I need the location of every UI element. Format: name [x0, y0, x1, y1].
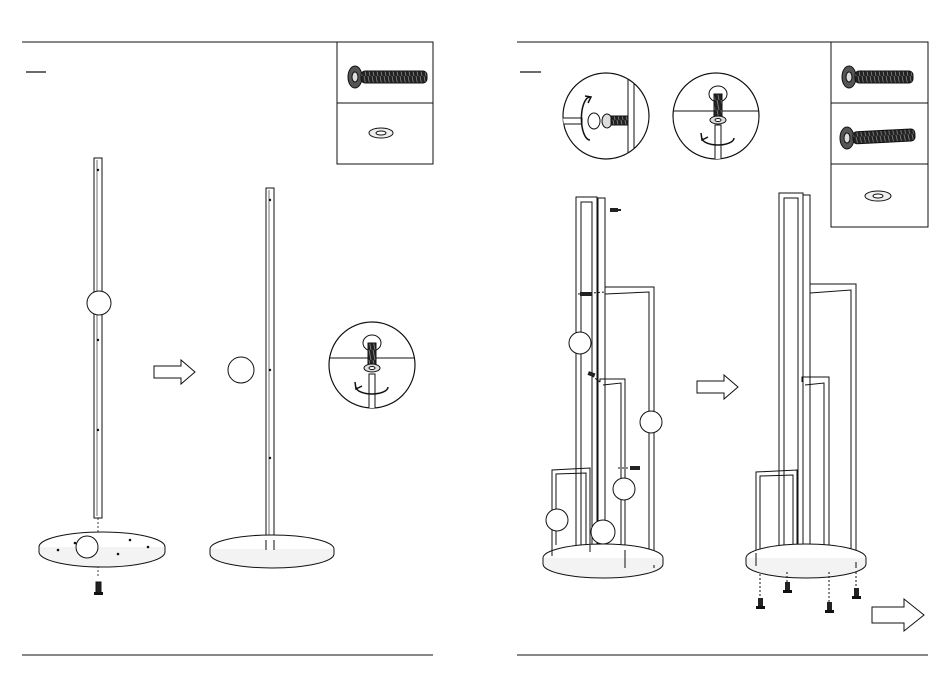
part-callout-circle	[87, 291, 111, 315]
part-callout-circle	[228, 357, 254, 383]
parts-box	[831, 42, 928, 227]
bolt-icon	[94, 582, 103, 595]
right-page	[517, 42, 928, 655]
bolt-icon	[842, 66, 913, 88]
bolt-icon	[630, 466, 640, 470]
part-callout-circle	[613, 478, 635, 500]
bolt-icon	[825, 602, 834, 613]
bolt-icon	[756, 598, 765, 609]
bolt-icon	[610, 208, 621, 212]
part-callout-circle	[569, 332, 591, 354]
part-callout-circle	[546, 509, 568, 531]
left-page	[22, 42, 433, 655]
arrow-right-icon	[697, 375, 738, 399]
bolt-icon	[783, 582, 792, 593]
bolt-icon	[852, 588, 861, 599]
part-callout-circle	[76, 536, 98, 558]
part-callout-circle	[591, 520, 615, 544]
tighten-bolt-detail-icon	[328, 322, 416, 414]
bolt-icon	[840, 127, 915, 149]
parts-box	[337, 42, 433, 164]
washer-icon	[865, 191, 891, 201]
pole-and-base-exploded	[39, 158, 165, 595]
next-page-arrow-icon[interactable]	[872, 599, 924, 631]
side-bolt-detail-icon	[560, 73, 649, 160]
base-plate	[39, 532, 165, 567]
arrow-right-icon	[154, 360, 195, 384]
bolt-icon	[348, 66, 427, 88]
bolt-icon	[587, 371, 595, 377]
pole-and-base-assembled	[210, 188, 334, 568]
washer-icon	[369, 128, 393, 138]
part-callout-circle	[640, 411, 662, 433]
bolt-icon	[580, 292, 592, 296]
tighten-bolt-detail-icon	[672, 73, 760, 165]
rack-assembled	[746, 193, 866, 602]
